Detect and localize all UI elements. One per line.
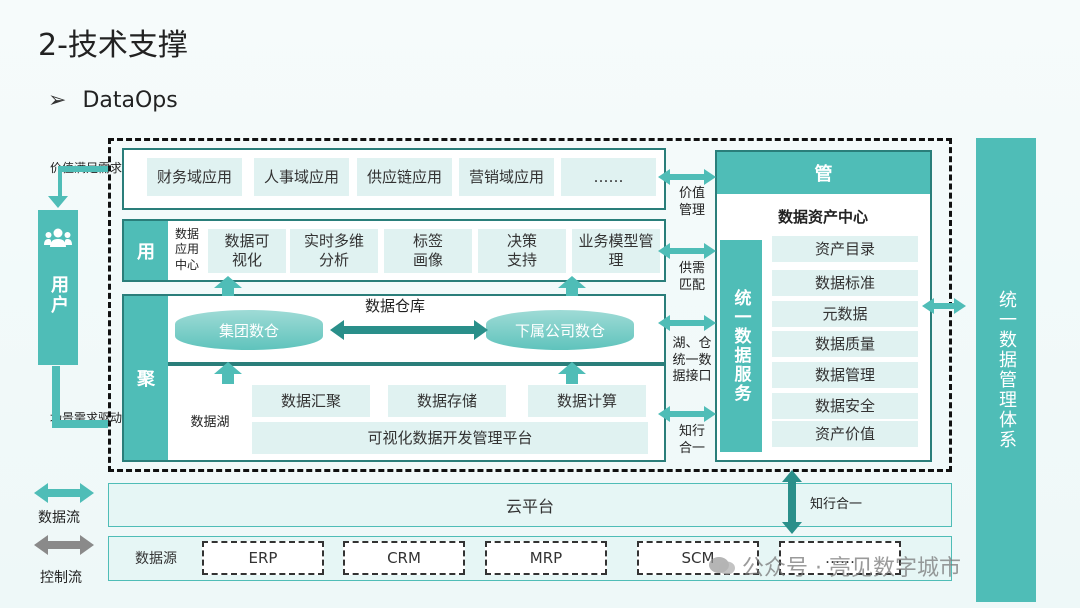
app-finance: 财务域应用: [147, 158, 242, 196]
source-crm: CRM: [343, 541, 465, 575]
use-item-model-mgmt: 业务模型管理: [572, 229, 660, 273]
app-supply-chain: 供应链应用: [357, 158, 452, 196]
bullet-arrow-icon: ➢: [48, 88, 67, 113]
legend-data-flow-label: 数据流: [38, 510, 80, 526]
manage-item-metadata: 元数据: [772, 301, 918, 327]
gather-tag: 聚: [124, 296, 168, 460]
unified-interface-label: 湖、仓统一数据接口: [672, 335, 712, 385]
users-icon: [44, 228, 72, 248]
unity-label: 知行合一: [678, 424, 705, 456]
watermark: 公众号 · 亮见数字城市: [708, 550, 961, 582]
legend-control-flow-arrow: [34, 535, 94, 555]
cloud-unity-label: 知行合一: [810, 497, 863, 512]
page-title: 2-技术支撑: [38, 28, 188, 63]
manage-item-quality: 数据质量: [772, 331, 918, 357]
legend-control-flow-label: 控制流: [40, 570, 82, 586]
up-arrow-dw-left: [214, 362, 242, 384]
wechat-icon: [708, 555, 736, 577]
subsidiary-dw: 下属公司数仓: [486, 310, 634, 350]
watermark-text: 公众号 · 亮见数字城市: [742, 556, 961, 581]
use-item-decision: 决策支持: [478, 229, 566, 273]
cloud-platform-label: 云平台: [505, 497, 554, 516]
warehouse-label: 数据仓库: [364, 297, 425, 316]
data-sources-label: 数据源: [135, 551, 177, 567]
supply-match-label: 供需匹配: [678, 261, 705, 293]
legend-data-flow-arrow: [34, 483, 94, 503]
up-arrow-use-left: [214, 276, 242, 296]
use-tag: 用: [124, 221, 168, 280]
asset-center-label: 数据资产中心: [777, 207, 868, 226]
cloud-platform-bar: 云平台: [108, 483, 952, 527]
visual-dev-platform: 可视化数据开发管理平台: [252, 422, 648, 454]
manage-header: 管: [717, 152, 930, 194]
manage-item-management: 数据管理: [772, 362, 918, 388]
value-mgmt-label: 价值管理: [678, 186, 705, 218]
warehouse-link-arrow: [330, 320, 488, 340]
app-marketing: 营销域应用: [459, 158, 554, 196]
group-dw: 集团数仓: [175, 310, 323, 350]
unity-arrow: [658, 406, 716, 422]
page-subtitle: ➢ DataOps: [48, 88, 178, 113]
source-mrp: MRP: [485, 541, 607, 575]
data-lake-label: 数据湖: [190, 414, 230, 430]
data-app-center-label: 数据应用中心: [174, 226, 199, 272]
governance-system-column: 统一数据管理体系: [976, 138, 1036, 602]
manage-item-standard: 数据标准: [772, 270, 918, 296]
cloud-link-arrow: [782, 470, 802, 534]
user-column: 用户: [38, 210, 78, 365]
source-erp: ERP: [202, 541, 324, 575]
lake-item-compute: 数据计算: [528, 385, 646, 417]
up-arrow-use-right: [558, 276, 586, 296]
user-label: 用户: [48, 275, 69, 315]
manage-item-catalog: 资产目录: [772, 236, 918, 262]
supply-match-arrow: [658, 243, 716, 259]
lake-item-aggregation: 数据汇聚: [252, 385, 370, 417]
manage-item-security: 数据安全: [772, 393, 918, 419]
source-more: ……: [779, 541, 901, 575]
manage-item-value: 资产价值: [772, 421, 918, 447]
source-scm: SCM: [637, 541, 759, 575]
use-item-tag-profile: 标签画像: [384, 229, 472, 273]
value-demand-arrow: [48, 166, 108, 208]
interface-arrow: [658, 315, 716, 331]
governance-arrow: [922, 298, 966, 314]
subtitle-text: DataOps: [82, 88, 178, 113]
scenario-driven-arrow: [52, 366, 108, 428]
app-hr: 人事域应用: [254, 158, 349, 196]
app-more: ……: [561, 158, 656, 196]
up-arrow-dw-right: [558, 362, 586, 384]
use-item-visualization: 数据可视化: [208, 229, 286, 273]
use-item-olap: 实时多维分析: [290, 229, 378, 273]
unified-data-service: 统一数据服务: [720, 240, 762, 452]
value-mgmt-arrow: [658, 169, 716, 185]
lake-item-storage: 数据存储: [388, 385, 506, 417]
